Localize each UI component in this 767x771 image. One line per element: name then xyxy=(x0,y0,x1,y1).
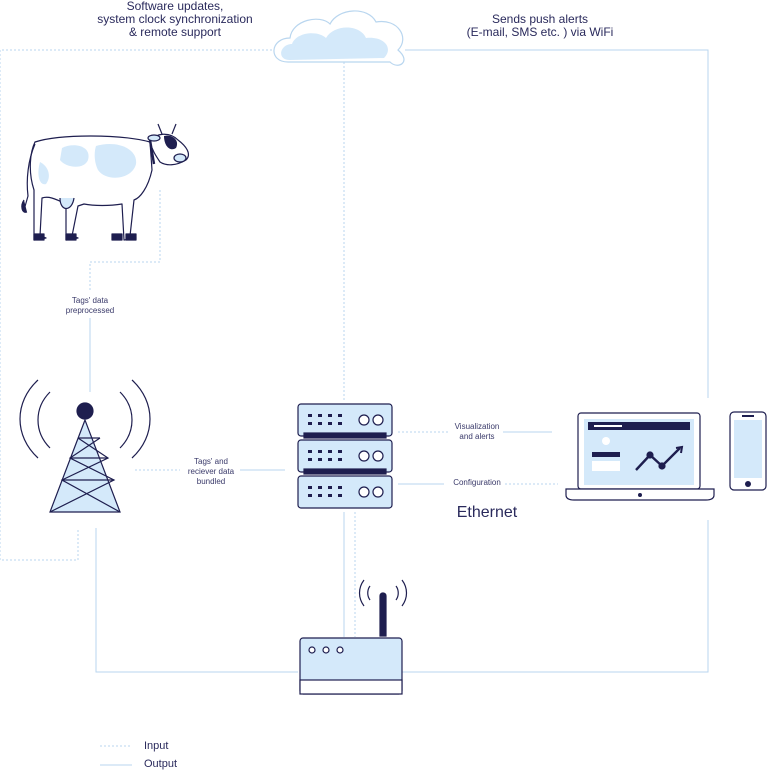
input-line-cow-to-tower xyxy=(89,190,161,290)
legend-input-label: Input xyxy=(144,740,169,752)
router-icon xyxy=(299,579,408,695)
label-ethernet: Ethernet xyxy=(456,504,518,521)
cow-icon xyxy=(21,123,190,241)
input-line-cloud-to-tower xyxy=(0,49,272,561)
output-line-laptop-to-router xyxy=(402,520,709,673)
label-visualization: Visualization and alerts xyxy=(454,422,500,441)
label-tags-preprocessed: Tags' data preprocessed xyxy=(65,296,115,315)
output-line-cloud-to-laptop xyxy=(405,49,709,398)
output-line-tower-to-router xyxy=(95,528,298,673)
connection-lines xyxy=(0,49,709,673)
cloud-icon xyxy=(273,10,405,66)
legend xyxy=(100,745,132,766)
server-rack-icon xyxy=(297,403,393,509)
phone-icon xyxy=(729,411,767,491)
laptop-icon xyxy=(565,412,715,501)
label-software-updates: Software updates, system clock synchroni… xyxy=(97,0,253,39)
radio-tower-icon xyxy=(19,379,151,513)
label-push-alerts: Sends push alerts (E-mail, SMS etc. ) vi… xyxy=(466,12,614,39)
label-configuration: Configuration xyxy=(453,478,501,487)
label-tags-bundled: Tags' and reciever data bundled xyxy=(187,457,235,486)
legend-output-label: Output xyxy=(144,758,178,770)
